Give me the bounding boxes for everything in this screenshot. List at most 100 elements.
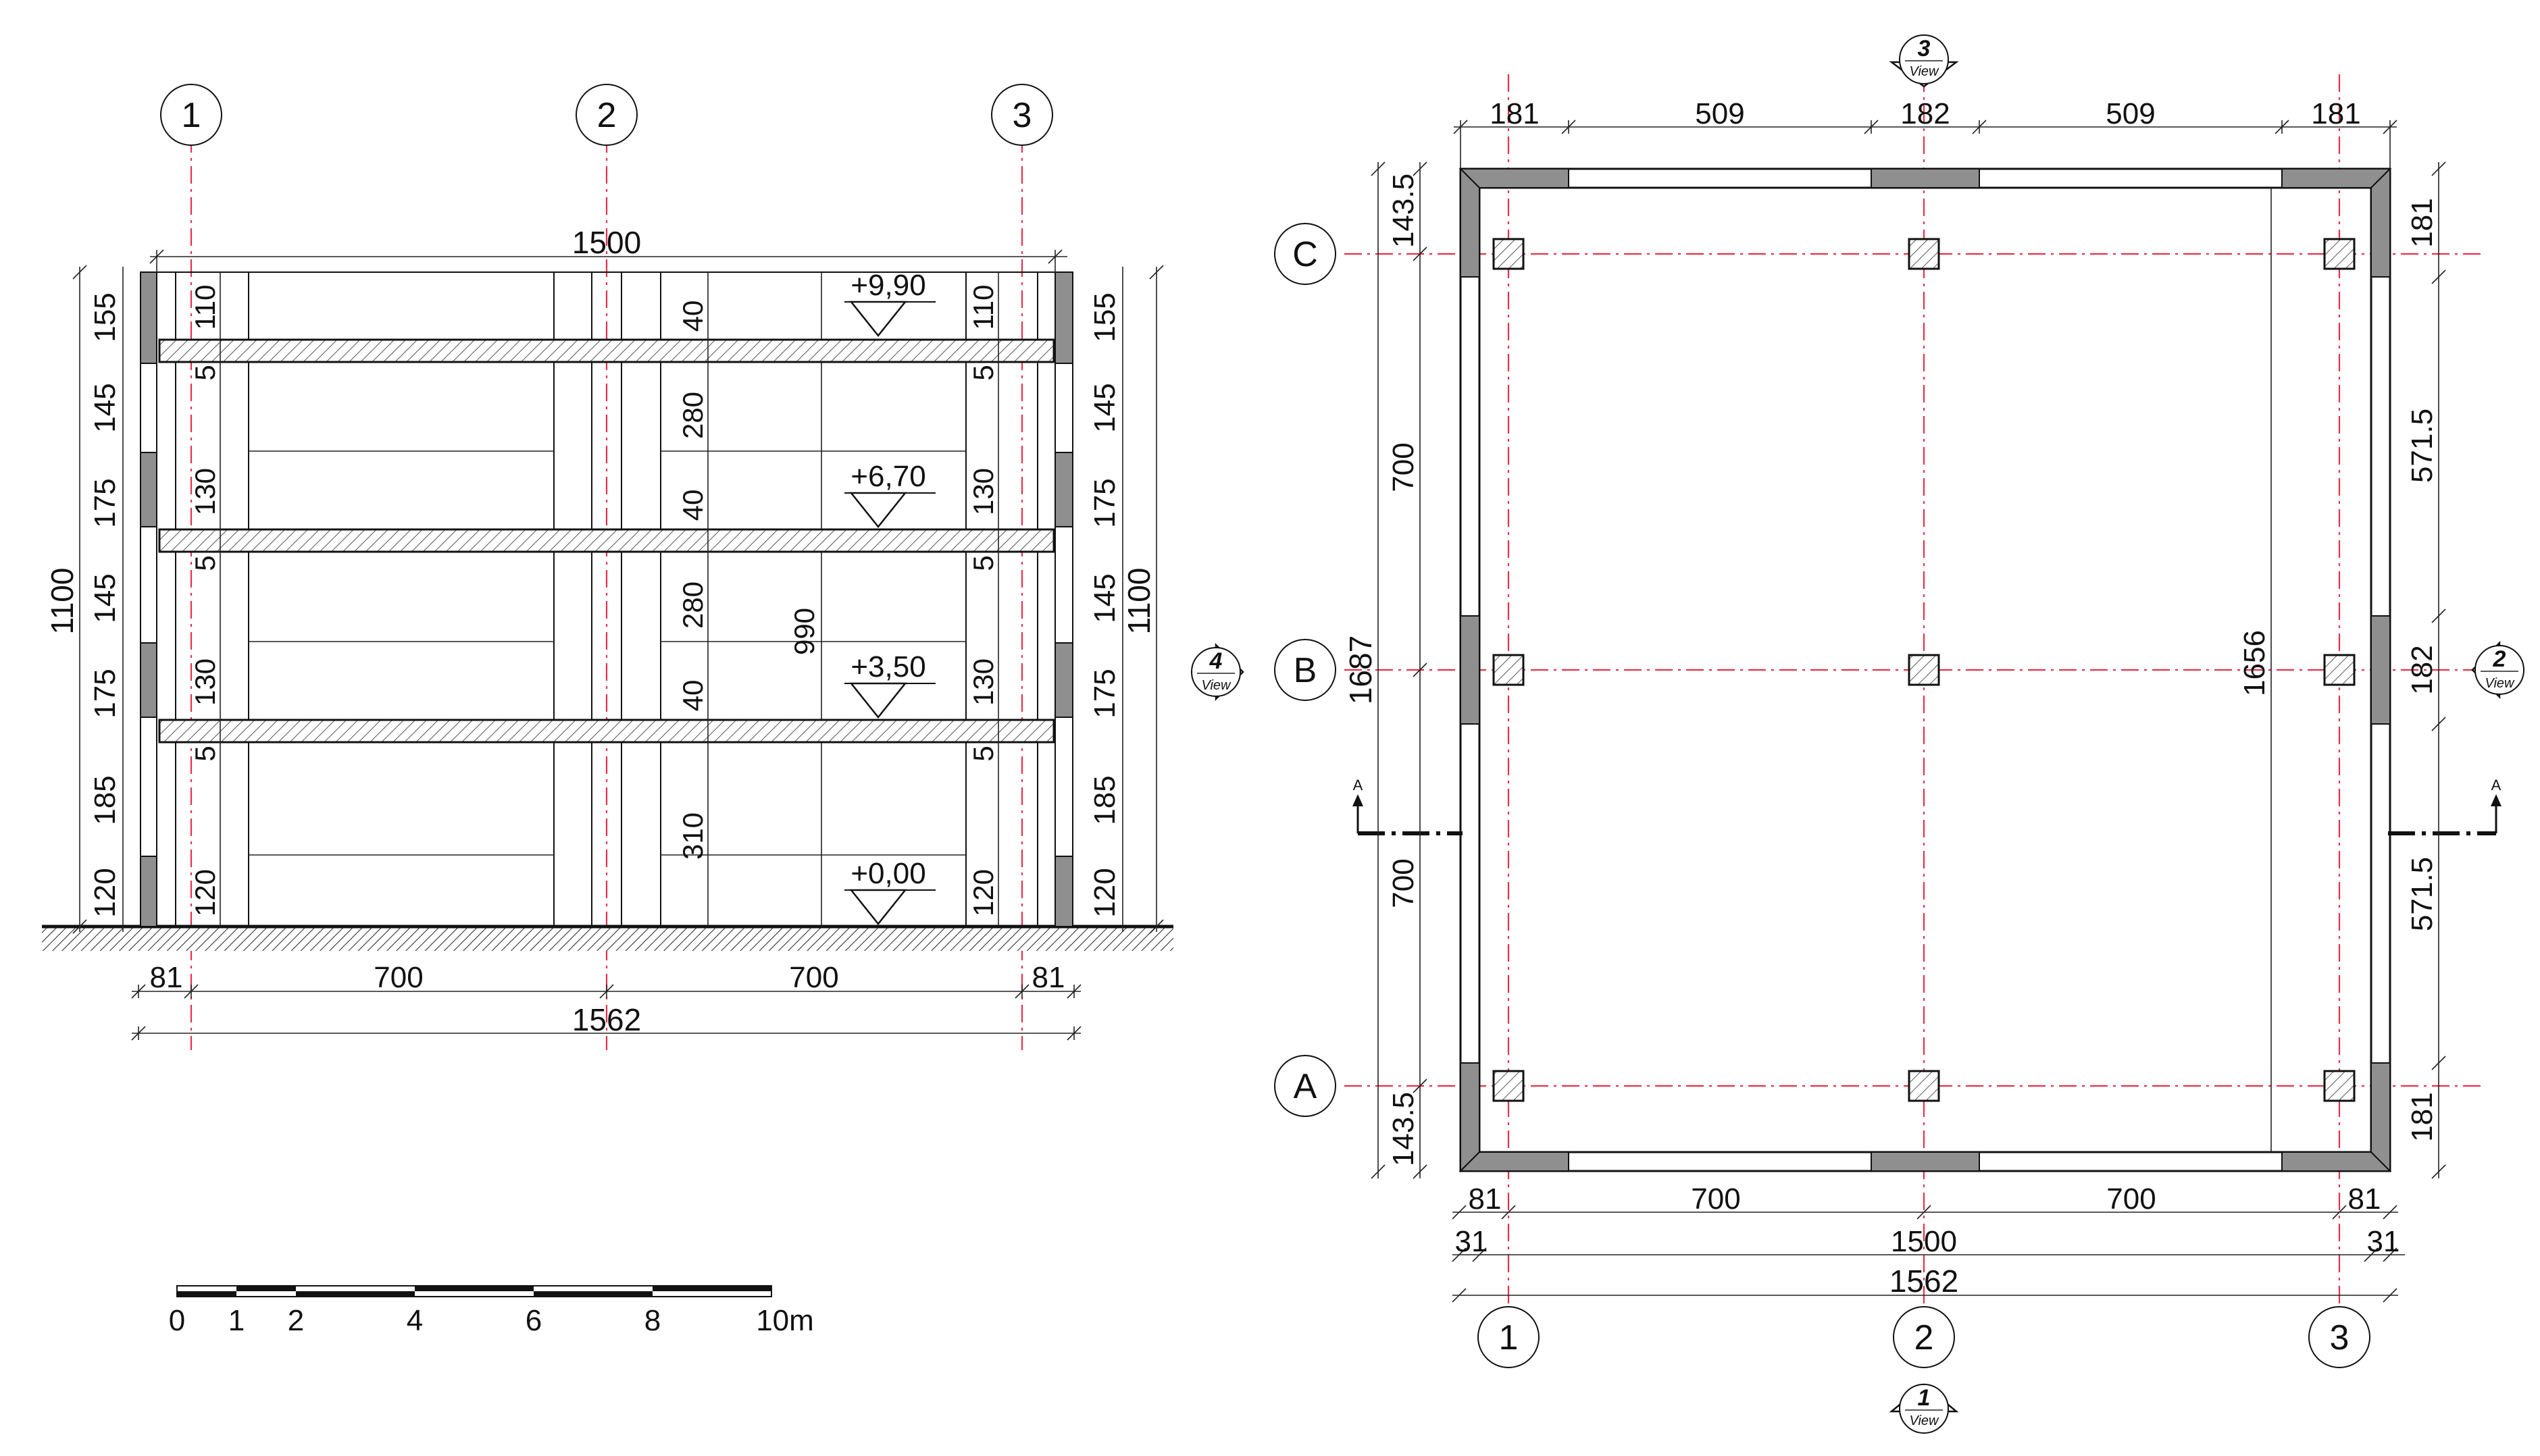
svg-text:145: 145 <box>88 383 122 432</box>
plan-bubble-1: 1 <box>1477 1306 1540 1368</box>
svg-text:120: 120 <box>88 868 122 917</box>
svg-text:4: 4 <box>407 1304 423 1337</box>
svg-text:143.5: 143.5 <box>1387 174 1420 248</box>
plan-wall-piers <box>1458 167 2392 1173</box>
section-dim-bottom-1: 81 700 700 81 <box>131 961 1082 999</box>
svg-text:155: 155 <box>1088 292 1121 342</box>
svg-text:181: 181 <box>2406 198 2439 247</box>
slab-level-2 <box>158 528 1055 553</box>
svg-text:700: 700 <box>789 961 838 994</box>
svg-text:40: 40 <box>677 301 709 332</box>
section-dim-right: 1100 155 145 175 145 175 185 120 <box>1088 265 1164 934</box>
svg-text:130: 130 <box>189 658 221 706</box>
svg-text:5: 5 <box>967 746 999 761</box>
svg-text:145: 145 <box>88 573 122 623</box>
svg-text:571.5: 571.5 <box>2406 857 2439 931</box>
svg-text:2: 2 <box>1914 1318 1934 1357</box>
svg-text:5: 5 <box>189 365 221 380</box>
level-marker-670: +6,70 <box>844 460 936 529</box>
svg-text:1687: 1687 <box>1343 635 1378 704</box>
svg-text:5: 5 <box>967 555 999 571</box>
svg-text:130: 130 <box>189 468 221 515</box>
svg-text:1500: 1500 <box>1891 1225 1957 1258</box>
svg-text:1562: 1562 <box>572 1002 641 1037</box>
svg-text:175: 175 <box>1088 478 1121 527</box>
svg-text:C: C <box>1292 235 1318 274</box>
section-dim-slabs: 40 280 40 280 40 310 990 <box>677 272 820 927</box>
svg-text:A: A <box>1294 1067 1317 1106</box>
svg-text:3: 3 <box>2330 1318 2350 1357</box>
svg-text:145: 145 <box>1088 573 1121 623</box>
svg-text:700: 700 <box>2106 1182 2156 1216</box>
plan-bubble-C: C <box>1274 223 1336 285</box>
svg-text:145: 145 <box>1088 383 1121 432</box>
section-cut-marker: A A <box>1352 777 2501 835</box>
svg-text:700: 700 <box>1691 1182 1740 1216</box>
plan-bubble-A: A <box>1274 1055 1336 1117</box>
svg-text:1500: 1500 <box>572 225 641 260</box>
svg-text:1100: 1100 <box>45 568 80 635</box>
svg-text:120: 120 <box>967 869 999 916</box>
svg-text:185: 185 <box>88 775 122 825</box>
svg-text:6: 6 <box>526 1304 542 1337</box>
section-dim-inner-right: 110 5 130 5 130 5 120 <box>967 272 999 927</box>
plan-dim-bottom-2: 31 1500 31 <box>1452 1225 2405 1262</box>
svg-text:5: 5 <box>189 746 221 761</box>
svg-text:2: 2 <box>597 96 617 135</box>
svg-text:130: 130 <box>967 468 999 515</box>
plan-columns <box>1492 238 2356 1102</box>
svg-text:143.5: 143.5 <box>1387 1092 1420 1166</box>
svg-text:310: 310 <box>677 812 709 860</box>
view-marker-1: 1 View <box>1889 1383 1959 1434</box>
svg-text:120: 120 <box>189 869 221 916</box>
svg-text:700: 700 <box>374 961 423 994</box>
plan-bubble-2: 2 <box>1893 1306 1955 1368</box>
svg-text:+6,70: +6,70 <box>850 460 925 493</box>
svg-text:181: 181 <box>2406 1092 2439 1141</box>
svg-text:0: 0 <box>169 1304 185 1337</box>
svg-text:1: 1 <box>1918 1385 1931 1411</box>
svg-text:81: 81 <box>1032 961 1065 994</box>
level-marker-350: +3,50 <box>844 650 936 719</box>
ground-hatch <box>42 927 1173 951</box>
svg-text:280: 280 <box>677 392 709 439</box>
svg-text:+0,00: +0,00 <box>850 857 925 890</box>
svg-text:3: 3 <box>1013 96 1032 135</box>
view-marker-4: 4 View <box>1191 642 1244 702</box>
svg-text:81: 81 <box>1469 1182 1502 1216</box>
section-dim-top: 1500 <box>149 225 1067 272</box>
view-marker-2: 2 View <box>2471 640 2524 700</box>
svg-text:3: 3 <box>1918 36 1931 61</box>
section-drawing: 1 2 3 <box>42 84 1244 1050</box>
section-bubble-3: 3 <box>991 84 1053 146</box>
svg-text:182: 182 <box>1900 97 1950 130</box>
scale-bar: 0 1 2 4 6 8 10m <box>169 1285 814 1337</box>
svg-text:280: 280 <box>677 581 709 629</box>
svg-text:A: A <box>1353 777 1363 794</box>
svg-text:81: 81 <box>150 961 183 994</box>
svg-text:+9,90: +9,90 <box>850 269 925 302</box>
svg-text:182: 182 <box>2406 645 2439 694</box>
plan-dim-left: 1687 143.5 700 700 143.5 <box>1343 161 1427 1179</box>
plan-bubble-B: B <box>1274 639 1336 701</box>
svg-text:1100: 1100 <box>1121 568 1157 635</box>
plan-drawing: A A 1 2 3 C B A <box>1274 34 2524 1434</box>
level-marker-000: +0,00 <box>844 857 936 926</box>
plan-dim-inner: 1656 <box>2238 188 2272 1152</box>
svg-text:2: 2 <box>2493 646 2506 672</box>
svg-text:571.5: 571.5 <box>2406 409 2439 483</box>
svg-text:1: 1 <box>182 96 201 135</box>
svg-text:175: 175 <box>88 669 122 718</box>
svg-text:View: View <box>1202 678 1232 693</box>
svg-text:1562: 1562 <box>1889 1264 1958 1299</box>
svg-text:B: B <box>1294 651 1317 690</box>
svg-text:31: 31 <box>1455 1225 1488 1258</box>
plan-dim-bottom-1: 81 700 700 81 <box>1452 1182 2398 1220</box>
svg-text:175: 175 <box>1088 669 1121 718</box>
svg-text:5: 5 <box>189 555 221 571</box>
svg-text:+3,50: +3,50 <box>850 650 925 683</box>
svg-text:181: 181 <box>1490 97 1539 130</box>
section-dim-left: 1100 155 145 175 145 175 185 120 <box>45 265 124 934</box>
svg-text:View: View <box>2485 676 2516 691</box>
svg-text:175: 175 <box>88 478 122 527</box>
